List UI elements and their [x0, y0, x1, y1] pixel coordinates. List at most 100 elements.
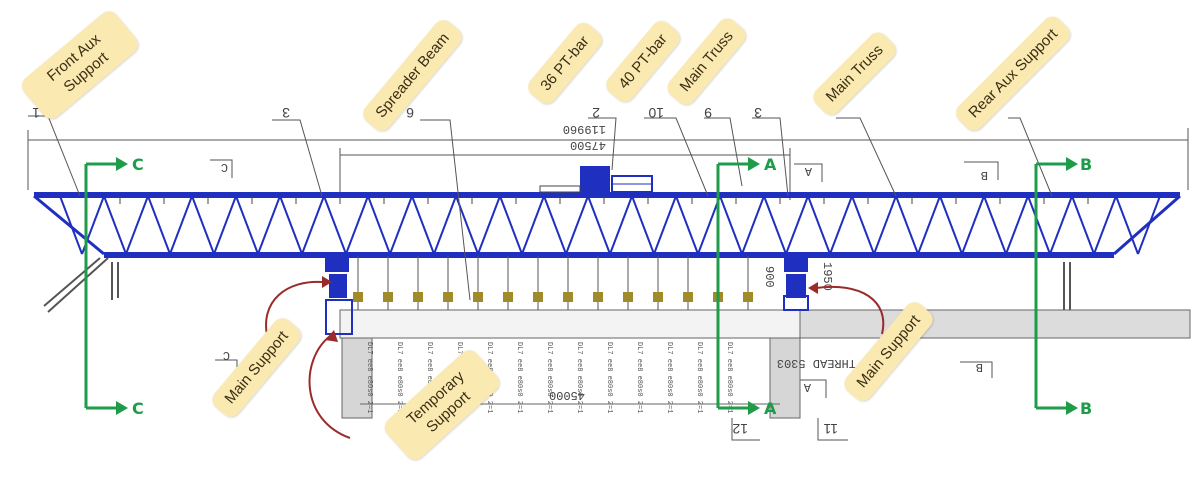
section-a-bottom: A	[764, 399, 777, 418]
pt-bar-anchor	[653, 292, 663, 302]
main-support-right-frame	[783, 256, 809, 311]
truss-diagonal	[917, 195, 941, 255]
segment-label: DL7 ee8 e80s0 2=1	[575, 342, 583, 413]
part-num-12: 12	[732, 421, 748, 437]
truss-diagonal	[345, 195, 369, 255]
section-a-top: A	[764, 155, 777, 174]
part-num-2: 2	[592, 105, 600, 121]
mark-c-left-low: C	[223, 348, 230, 362]
pt-bar-anchor	[533, 292, 543, 302]
section-b-top: B	[1080, 155, 1092, 174]
truss-diagonal	[983, 195, 1007, 255]
part-num-10: 10	[648, 105, 664, 121]
truss-diagonal	[939, 195, 963, 255]
truss-diagonal	[587, 195, 611, 255]
main-support-left-frame	[325, 256, 353, 335]
truss-diagonal	[389, 195, 413, 255]
truss-rear-taper	[1113, 194, 1181, 256]
truss-diagonal	[851, 195, 875, 255]
section-ticks	[210, 159, 999, 398]
segment-label: DL7 ee8 e80s0 2=1	[395, 342, 403, 413]
truss-diagonal	[1005, 195, 1029, 255]
part-num-6: 6	[406, 105, 414, 121]
truss-diagonal	[1071, 195, 1095, 255]
truss-diagonal	[609, 195, 633, 255]
truss-diagonal	[961, 195, 985, 255]
section-c-top: C	[132, 155, 144, 174]
segment-label: DL7 ee8 e80s0 2=1	[425, 342, 433, 413]
overall-dimension	[27, 128, 1189, 200]
truss-diagonal	[477, 195, 501, 255]
segment-label: DL7 ee8 e80s0 2=1	[605, 342, 613, 413]
truss-diagonal	[543, 195, 567, 255]
truss-diagonal	[323, 195, 347, 255]
pt-bar-anchor	[443, 292, 453, 302]
truss-diagonal	[499, 195, 523, 255]
truss-diagonal	[719, 195, 743, 255]
mark-b-low: B	[976, 360, 983, 374]
truss-diagonal	[1115, 195, 1139, 255]
truss-diagonal	[169, 195, 193, 255]
segment-label: DL7 ee8 e80s0 2=1	[695, 342, 703, 413]
truss-diagonal	[873, 195, 897, 255]
segment-label: DL7 ee8 e80s0 2=1	[665, 342, 673, 413]
pt-bar-anchor	[413, 292, 423, 302]
truss-diagonal	[807, 195, 831, 255]
leader-lines	[28, 115, 1053, 441]
section-b-bottom: B	[1080, 399, 1092, 418]
truss-diagonal	[565, 195, 589, 255]
dim-span-upper: 47500	[570, 138, 606, 152]
pt-bar-anchor	[623, 292, 633, 302]
rear-aux-support-frame	[1063, 262, 1071, 310]
truss-diagonal	[1137, 195, 1161, 255]
callout-arrows	[265, 280, 885, 439]
truss-diagonal	[235, 195, 259, 255]
section-c-bottom: C	[132, 399, 144, 418]
truss-diagonal	[895, 195, 919, 255]
truss-diagonal	[411, 195, 435, 255]
mark-c-left-mid: C	[221, 160, 228, 174]
truss-diagonal	[301, 195, 325, 255]
thread-note: THREAD 5303	[777, 356, 856, 370]
truss-front-taper	[33, 194, 105, 256]
part-num-11: 11	[823, 421, 838, 437]
truss-diagonal	[741, 195, 765, 255]
segment-label: DL7 ee8 e80s0 2=1	[545, 342, 553, 413]
segment-label: DL7 ee8 e80s0 2=1	[365, 342, 373, 413]
dim-height-a: 900	[762, 266, 776, 288]
part-num-9: 9	[704, 105, 712, 121]
truss-diagonal	[279, 195, 303, 255]
truss-bottom-chord	[104, 252, 1114, 258]
pt-bar-anchor	[683, 292, 693, 302]
truss-diagonal	[1049, 195, 1073, 255]
segment-label: DL7 ee8 e80s0 2=1	[635, 342, 643, 413]
front-aux-support-frame	[43, 257, 119, 313]
part-num-3-right: 3	[754, 105, 762, 121]
part-num-1: 1	[32, 105, 40, 121]
truss-diagonal	[1027, 195, 1051, 255]
truss-top-chord	[34, 192, 1180, 198]
truss-diagonal	[829, 195, 853, 255]
pt-bar-anchor	[593, 292, 603, 302]
pt-bar-anchor	[383, 292, 393, 302]
callout-arrowheads	[322, 276, 818, 342]
truss-diagonal	[785, 195, 809, 255]
truss-diagonal	[103, 195, 127, 255]
pt-bar-anchor	[563, 292, 573, 302]
dim-height-b: 1950	[820, 262, 834, 291]
deck-segments	[339, 309, 1191, 419]
truss-diagonal	[367, 195, 391, 255]
main-truss	[33, 192, 1181, 258]
pt-bar-anchor	[473, 292, 483, 302]
dim-overall: 119960	[563, 122, 606, 136]
truss-diagonal	[697, 195, 721, 255]
truss-diagonal	[125, 195, 149, 255]
truss-diagonal	[433, 195, 457, 255]
truss-diagonal	[521, 195, 545, 255]
truss-diagonal	[1093, 195, 1117, 255]
truss-diagonal	[653, 195, 677, 255]
segment-label: DL7 ee8 e80s0 2=1	[725, 342, 733, 413]
truss-diagonal	[675, 195, 699, 255]
dim-span-lower: 45000	[549, 388, 585, 402]
